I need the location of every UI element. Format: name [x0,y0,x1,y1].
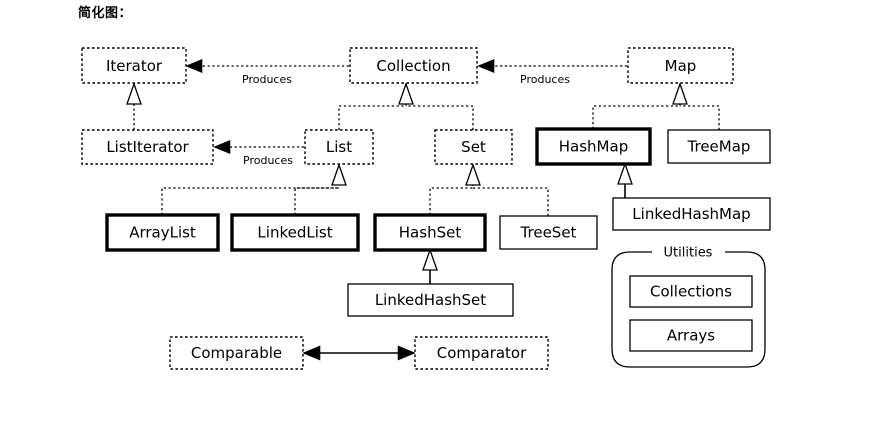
group-label-utilities: Utilities [664,246,713,261]
node-set[interactable]: Set [434,129,513,165]
node-label-comparator: Comparator [437,344,527,362]
node-label-list: List [326,138,352,156]
node-label-linkedhashset: LinkedHashSet [375,291,486,309]
edge-listiterator-extends-iterator [126,82,142,130]
node-label-comparable: Comparable [191,344,282,362]
node-comparator[interactable]: Comparator [414,336,549,370]
node-collections[interactable]: Collections [629,275,753,308]
node-label-linkedhashmap: LinkedHashMap [632,205,750,223]
edge-map-produces-collection: Produces [477,59,627,86]
edge-linkedhashmap-extends-hashmap [617,162,633,198]
node-label-iterator: Iterator [106,57,163,75]
page-title: 简化图： [78,6,133,21]
edge-linkedlist-implements-list [294,187,339,215]
edge-label-produces-2: Produces [520,73,570,86]
node-hashmap[interactable]: HashMap [535,127,652,166]
edge-list-produces-listiterator: Produces [213,140,304,167]
edge-set-extends-collection [406,105,474,130]
edge-comparable-comparator [302,345,416,361]
node-linkedhashset[interactable]: LinkedHashSet [347,283,514,317]
node-label-collections: Collections [650,283,732,301]
node-comparable[interactable]: Comparable [169,336,304,370]
node-listiterator[interactable]: ListIterator [81,129,214,165]
node-iterator[interactable]: Iterator [81,47,187,84]
edge-hashset-implements-set [429,163,481,215]
edge-label-produces-1: Produces [242,73,292,86]
node-arraylist[interactable]: ArrayList [105,213,220,252]
node-linkedhashmap[interactable]: LinkedHashMap [612,197,771,231]
node-arrays[interactable]: Arrays [629,319,753,352]
node-label-treeset: TreeSet [520,224,577,242]
node-treemap[interactable]: TreeMap [667,129,771,164]
node-map[interactable]: Map [627,47,734,84]
node-linkedlist[interactable]: LinkedList [230,213,360,252]
node-label-hashmap: HashMap [559,138,628,156]
node-collection[interactable]: Collection [349,47,478,84]
node-label-collection: Collection [376,57,450,75]
node-hashset[interactable]: HashSet [373,213,487,252]
node-label-hashset: HashSet [399,224,462,242]
node-label-arraylist: ArrayList [129,224,196,242]
node-label-listiterator: ListIterator [106,138,189,156]
edge-linkedhashset-extends-hashset [422,248,438,284]
node-label-map: Map [665,57,697,75]
node-treeset[interactable]: TreeSet [499,215,598,250]
node-label-treemap: TreeMap [687,138,751,156]
edge-arraylist-implements-list [161,163,347,215]
node-list[interactable]: List [304,129,374,165]
edge-hashmap-implements-map [592,82,688,129]
edge-collection-produces-iterator: Produces [185,59,349,86]
edge-label-produces-3: Produces [243,154,293,167]
edge-list-extends-collection [338,82,414,130]
node-label-set: Set [461,138,486,156]
edge-treeset-implements-set [473,187,549,216]
node-label-linkedlist: LinkedList [257,224,332,242]
node-label-arrays: Arrays [667,327,715,345]
edge-treemap-implements-map [680,105,720,130]
